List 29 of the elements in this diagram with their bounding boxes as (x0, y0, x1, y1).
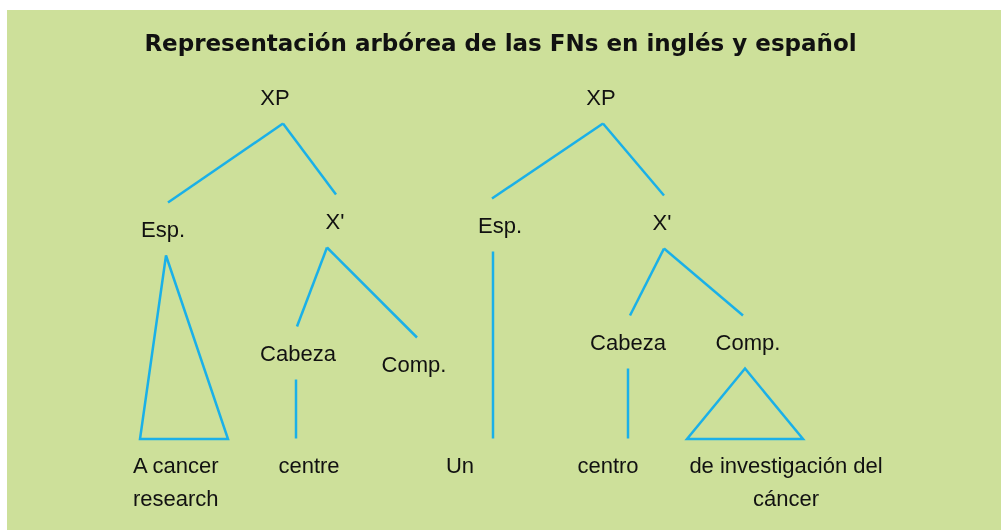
tree-label: Esp. (141, 212, 185, 246)
tree-label: de investigación del cáncer (678, 449, 894, 515)
tree-branch (294, 379, 298, 439)
tree-branch (282, 122, 337, 196)
triangle-branch (138, 254, 230, 441)
tree-branch (626, 368, 630, 439)
tree-branch (663, 247, 744, 317)
tree-branch (491, 251, 495, 439)
tree-branch (602, 122, 665, 197)
tree-label: Un (445, 448, 475, 482)
tree-label: Esp. (478, 208, 522, 242)
tree-branch (326, 246, 418, 339)
tree-label: X' (325, 204, 345, 238)
tree-label: Comp. (715, 325, 781, 359)
tree-label: Comp. (381, 347, 447, 381)
tree-branch (491, 122, 604, 200)
tree-branch (167, 122, 284, 204)
tree-label: centro (577, 448, 639, 482)
tree-label: A cancer research (133, 449, 243, 515)
tree-branch (628, 247, 666, 317)
diagram-title: Representación arbórea de las FNs en inglés y español (143, 30, 858, 56)
tree-branch (295, 247, 329, 327)
tree-label: centre (278, 448, 340, 482)
tree-label: XP (260, 80, 290, 114)
tree-label: Cabeza (260, 336, 336, 370)
tree-label: Cabeza (590, 325, 666, 359)
tree-label: XP (586, 80, 616, 114)
tree-label: X' (652, 205, 672, 239)
triangle-branch (684, 366, 806, 441)
